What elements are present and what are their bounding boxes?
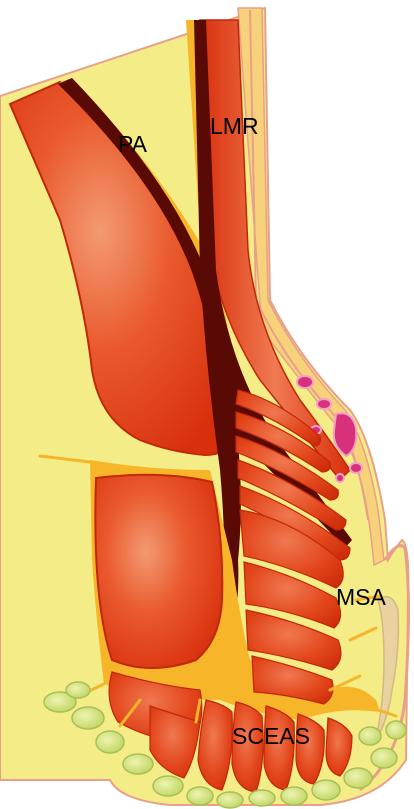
label-lmr: LMR: [210, 113, 259, 139]
label-sceas: SCEAS: [232, 723, 310, 749]
deep-external-sphincter: [95, 475, 222, 668]
label-pa: PA: [118, 131, 148, 157]
label-msa: MSA: [336, 584, 387, 610]
